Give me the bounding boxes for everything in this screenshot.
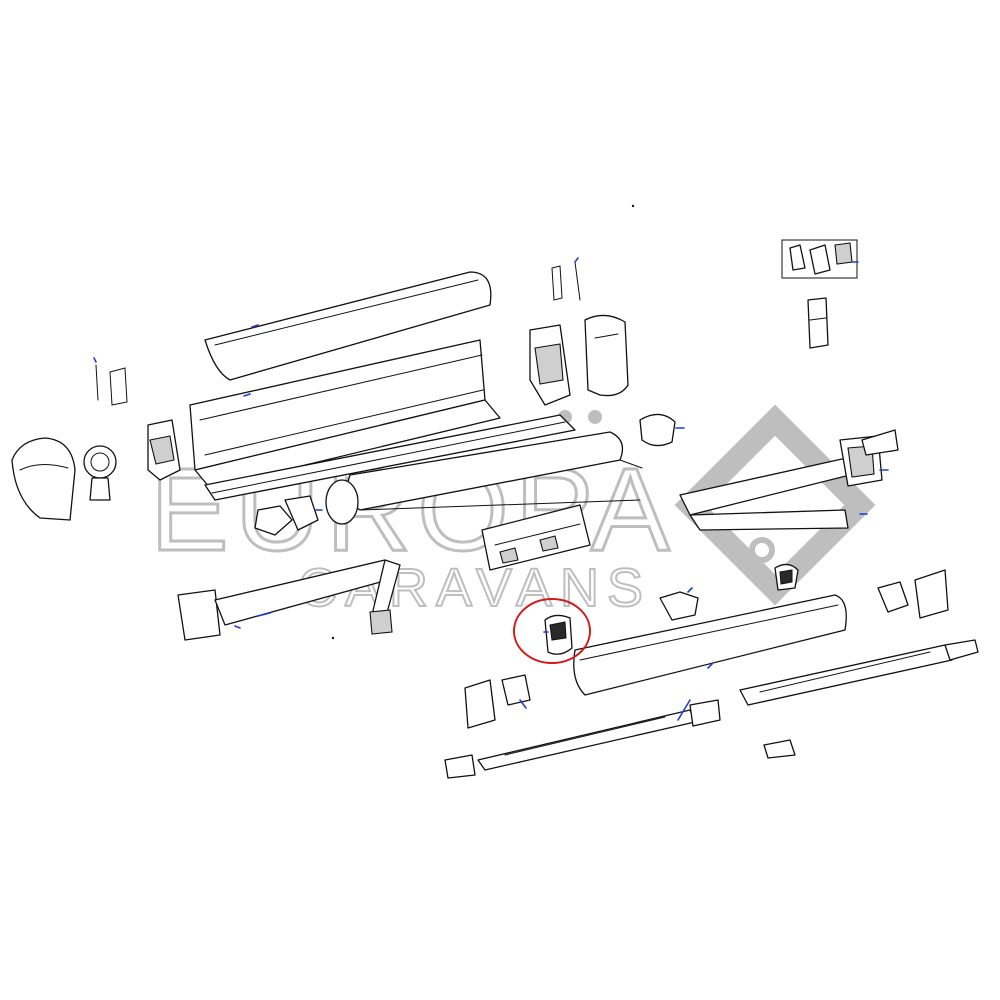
right-arm bbox=[679, 429, 899, 531]
detail-inset bbox=[781, 239, 859, 279]
left-end-bracket bbox=[93, 357, 181, 481]
lower-left-end-cover bbox=[464, 679, 496, 729]
cassette-top-cover bbox=[204, 271, 492, 381]
highlighted-part[interactable] bbox=[513, 598, 591, 664]
fabric-roller bbox=[325, 431, 643, 525]
foot-plate bbox=[763, 739, 796, 759]
cassette-profile bbox=[189, 339, 501, 489]
right-spring-clip bbox=[551, 257, 581, 301]
watermark-diamond-logo bbox=[558, 404, 876, 606]
lower-left-bracket bbox=[501, 674, 531, 709]
support-leg-right bbox=[739, 639, 979, 706]
dot-mark bbox=[331, 636, 335, 640]
arm-joint-bracket bbox=[774, 563, 799, 591]
lower-profile bbox=[204, 414, 576, 501]
left-end-cap-cover bbox=[11, 437, 76, 521]
right-end-cover bbox=[584, 314, 629, 397]
front-rail-end-cap bbox=[659, 587, 699, 621]
left-arm bbox=[177, 559, 401, 641]
front-lead-rail bbox=[573, 594, 847, 696]
highlight-ring bbox=[513, 598, 591, 664]
right-drive-knob bbox=[639, 413, 685, 447]
center-wall-bracket bbox=[481, 504, 591, 571]
left-roller-end bbox=[83, 445, 117, 501]
inset-hook-part bbox=[807, 297, 829, 349]
right-rail-end-cap bbox=[877, 569, 949, 619]
dot-mark bbox=[631, 204, 635, 208]
right-end-bracket bbox=[529, 324, 571, 406]
roller-coupler bbox=[254, 495, 323, 536]
support-leg-left bbox=[444, 699, 721, 779]
